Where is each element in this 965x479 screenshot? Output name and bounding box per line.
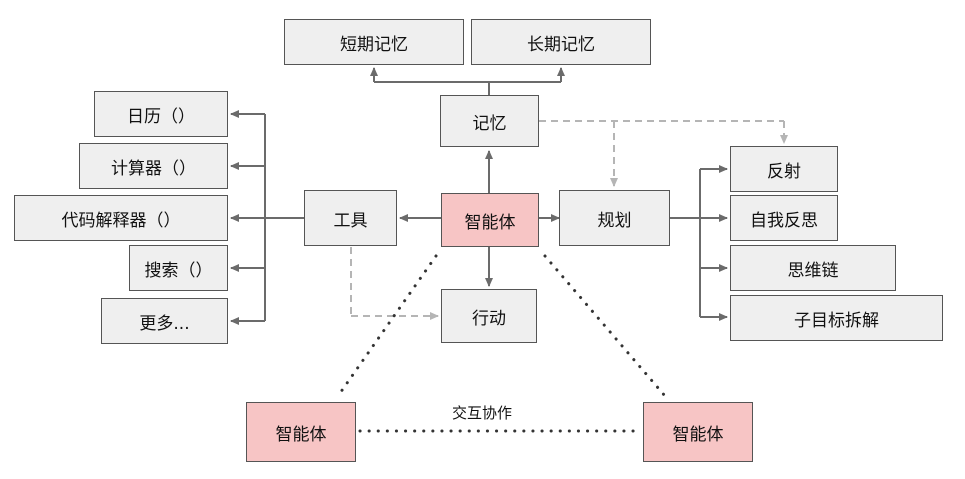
edge-memory-to-reflection-dashed	[539, 120, 788, 187]
edge-label-collaboration: 交互协作	[452, 404, 513, 422]
node-chain-of-thought: 思维链	[730, 245, 896, 291]
node-agent-left: 智能体	[246, 402, 356, 462]
edge-collaboration-dotted	[336, 254, 667, 433]
node-planning: 规划	[559, 190, 670, 246]
node-tools: 工具	[304, 190, 397, 246]
node-calculator: 计算器（）	[79, 143, 228, 189]
node-agent-center: 智能体	[441, 193, 539, 247]
node-memory: 记忆	[440, 95, 539, 147]
node-reflection: 反射	[730, 146, 838, 192]
node-short-term-memory: 短期记忆	[284, 19, 464, 65]
node-search: 搜索（）	[129, 245, 228, 291]
node-long-term-memory: 长期记忆	[471, 19, 651, 65]
node-code-interpreter: 代码解释器（）	[14, 195, 228, 241]
node-calendar: 日历（）	[94, 91, 228, 137]
node-agent-right: 智能体	[643, 402, 753, 462]
node-action: 行动	[441, 289, 537, 343]
edge-tools-to-action-dashed	[350, 247, 439, 320]
edge-memory-to-memory-types	[370, 67, 565, 95]
edge-tools-to-tool-list	[230, 110, 304, 325]
edge-planning-to-subitems	[670, 165, 728, 321]
node-more: 更多...	[101, 298, 228, 344]
node-subgoal-decomposition: 子目标拆解	[730, 295, 943, 341]
node-self-critique: 自我反思	[730, 195, 838, 241]
